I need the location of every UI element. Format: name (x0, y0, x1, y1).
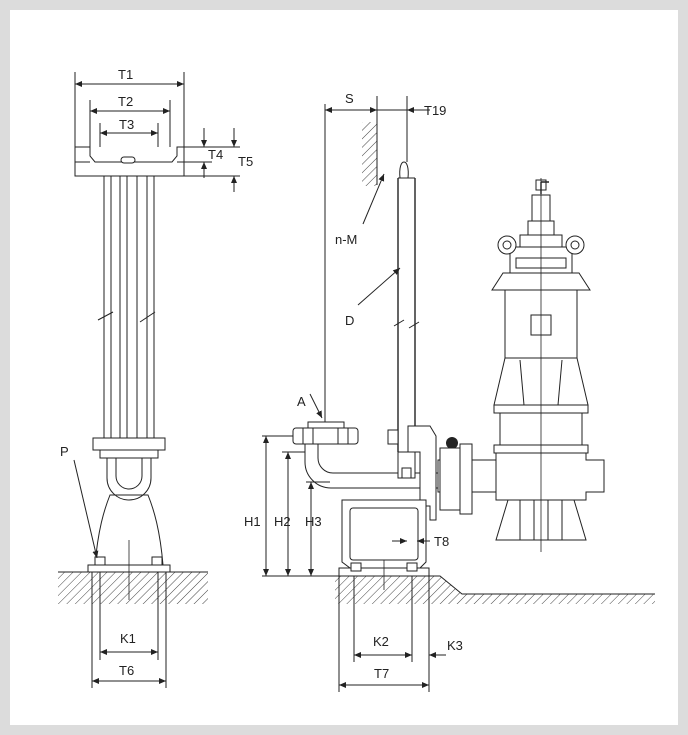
label-H2: H2 (274, 514, 291, 529)
label-T2: T2 (118, 94, 133, 109)
label-A: A (297, 394, 306, 409)
ground-left (58, 571, 208, 604)
label-T7: T7 (374, 666, 389, 681)
label-T3: T3 (119, 117, 134, 132)
label-S: S (345, 91, 354, 106)
label-K1: K1 (120, 631, 136, 646)
label-H3: H3 (305, 514, 322, 529)
label-K2: K2 (373, 634, 389, 649)
ground-right (335, 575, 655, 604)
guide-rails (97, 176, 156, 438)
wall-hatch (362, 122, 377, 186)
label-H1: H1 (244, 514, 261, 529)
label-P: P (60, 444, 69, 459)
left-side-view (58, 72, 240, 688)
label-n-M: n-M (335, 232, 357, 247)
drawing-frame: T1 T2 T3 T4 T5 P K1 T6 S T19 n-M D A H1 … (10, 10, 678, 725)
label-T4: T4 (208, 147, 223, 162)
label-T8: T8 (434, 534, 449, 549)
left-flange (92, 437, 166, 451)
label-T1: T1 (118, 67, 133, 82)
label-T6: T6 (119, 663, 134, 678)
guide-pipe (393, 161, 420, 452)
pump-installation-diagram: T1 T2 T3 T4 T5 P K1 T6 S T19 n-M D A H1 … (58, 67, 655, 692)
submersible-pump (491, 178, 605, 552)
dimension-labels: T1 T2 T3 T4 T5 P K1 T6 S T19 n-M D A H1 … (60, 67, 463, 681)
label-K3: K3 (447, 638, 463, 653)
label-T5: T5 (238, 154, 253, 169)
label-T19: T19 (424, 103, 446, 118)
right-side-view (262, 96, 655, 692)
label-D: D (345, 313, 354, 328)
